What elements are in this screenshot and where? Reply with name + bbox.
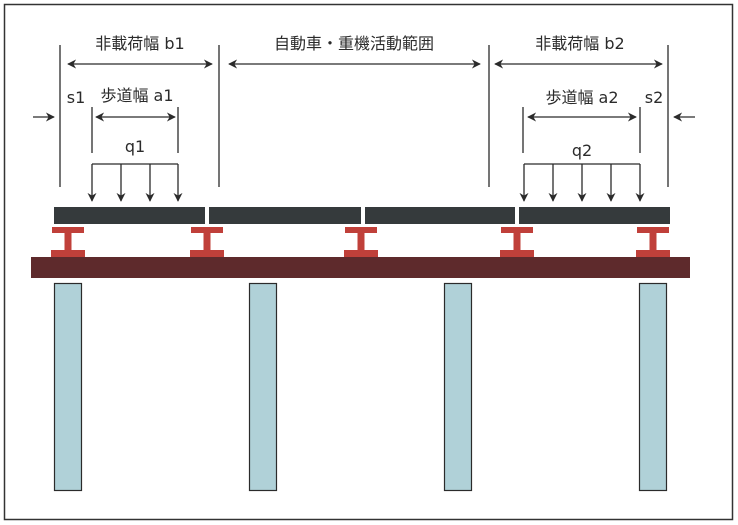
pier (53, 282, 83, 492)
q2-label: q2 (572, 141, 592, 160)
cap-beam (31, 257, 690, 278)
b2-label: 非載荷幅 b2 (535, 34, 624, 53)
s1-label: s1 (67, 88, 86, 107)
q1-load (87, 163, 183, 202)
q1-label: q1 (125, 137, 145, 156)
pier (638, 282, 668, 492)
b1-label: 非載荷幅 b1 (95, 34, 184, 53)
i-beam-girder (344, 227, 378, 257)
deck-segment (365, 207, 515, 224)
a2-label: 歩道幅 a2 (545, 88, 618, 107)
i-beam-girder (500, 227, 534, 257)
deck-segment (519, 207, 670, 224)
q2-load (519, 163, 645, 202)
i-beam-girder (51, 227, 85, 257)
pier (248, 282, 278, 492)
deck (54, 207, 670, 224)
girders (51, 227, 670, 257)
s2-label: s2 (645, 88, 664, 107)
pier (443, 282, 473, 492)
i-beam-girder (636, 227, 670, 257)
deck-segment (209, 207, 361, 224)
a1-label: 歩道幅 a1 (100, 86, 173, 105)
i-beam-girder (190, 227, 224, 257)
deck-segment (54, 207, 205, 224)
center-label: 自動車・重機活動範囲 (274, 34, 434, 53)
extension-lines (59, 45, 669, 187)
piers (53, 282, 668, 492)
